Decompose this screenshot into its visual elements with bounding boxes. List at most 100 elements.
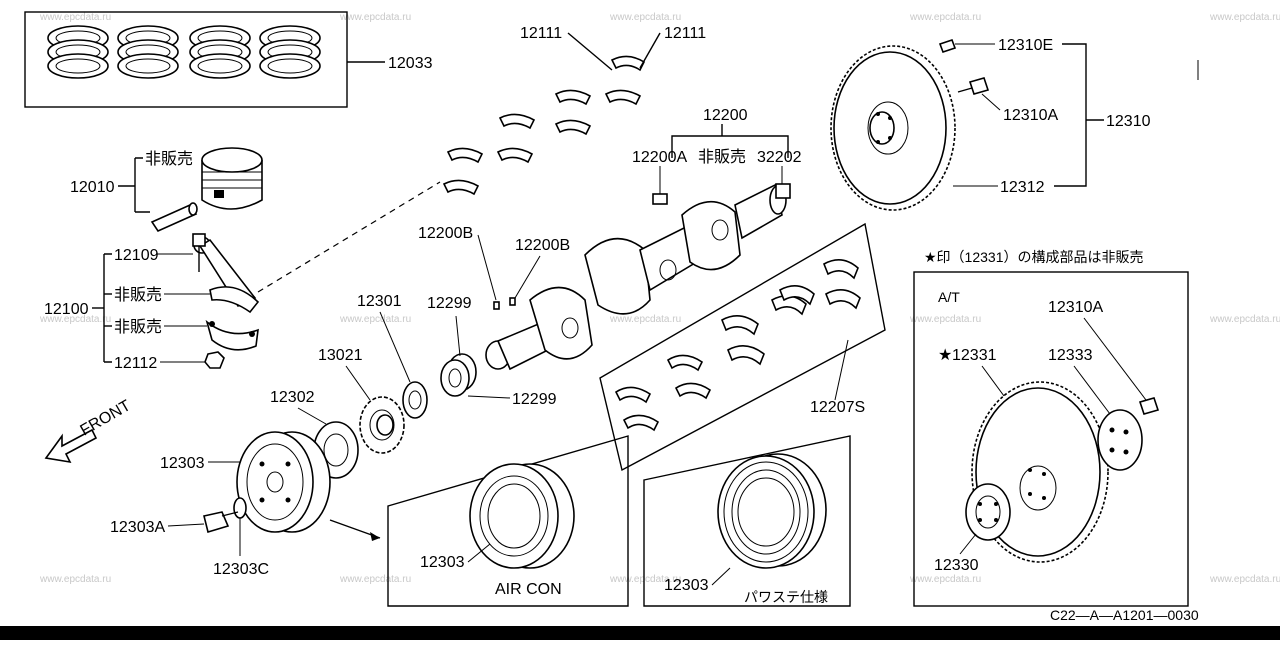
label-12302[interactable]: 12302 — [270, 389, 315, 406]
watermark: www.epcdata.ru — [339, 574, 411, 585]
label-32202[interactable]: 32202 — [757, 149, 802, 166]
label-12303[interactable]: 12303 — [664, 577, 709, 594]
woodruff-key-icon — [493, 301, 500, 310]
flywheel-icon — [830, 45, 956, 211]
watermark: www.epcdata.ru — [609, 574, 681, 585]
footer-bar — [0, 626, 1280, 640]
label-12303C[interactable]: 12303C — [213, 561, 269, 578]
at-star: ★ — [938, 347, 952, 364]
label-12312[interactable]: 12312 — [1000, 179, 1045, 196]
label-12200[interactable]: 12200 — [703, 107, 748, 124]
label-13021[interactable]: 13021 — [318, 347, 363, 364]
label-12200B[interactable]: 12200B — [515, 237, 570, 254]
watermark: www.epcdata.ru — [909, 574, 981, 585]
watermark: www.epcdata.ru — [1209, 574, 1280, 585]
keys-group: 12200B 12200B — [418, 225, 570, 310]
aircon-pulley-group: 12303 AIR CON — [387, 435, 629, 607]
label-12299[interactable]: 12299 — [512, 391, 557, 408]
sprocket-icon — [359, 396, 405, 454]
woodruff-key-icon — [509, 297, 516, 306]
piston-group: 12010 非販売 — [70, 147, 263, 233]
label-12301[interactable]: 12301 — [357, 293, 402, 310]
label-12100[interactable]: 12100 — [44, 301, 89, 318]
pilot-pin-icon — [652, 193, 668, 205]
reinforcement-plate-icon — [1097, 409, 1143, 471]
thrust-washer-icon — [402, 381, 428, 419]
label-12207S[interactable]: 12207S — [810, 399, 865, 416]
watermark: www.epcdata.ru — [39, 12, 111, 23]
front-direction: FRONT — [44, 397, 134, 464]
label-12111[interactable]: 12111 — [520, 25, 562, 42]
crankshaft-group: 12200 12200A 非販売 32202 — [485, 107, 802, 371]
watermark: www.epcdata.ru — [609, 314, 681, 325]
flywheel-bolt-a-icon — [957, 77, 990, 95]
note-not-sold: 非販売 — [145, 150, 193, 168]
conrod-cap-icon — [205, 319, 259, 351]
aircon-label: AIR CON — [495, 581, 562, 598]
conrod-bolt-icon — [192, 233, 206, 272]
label-12303A[interactable]: 12303A — [110, 519, 165, 536]
ring-set-icon — [47, 25, 109, 79]
piston-rings-box — [24, 11, 348, 108]
ps-label: パワステ仕様 — [744, 589, 828, 605]
label-12330[interactable]: 12330 — [934, 557, 979, 574]
label-12310A[interactable]: 12310A — [1003, 107, 1058, 124]
flywheel-bolt-e-icon — [938, 38, 957, 54]
ps-box — [643, 435, 851, 607]
label-12333[interactable]: 12333 — [1048, 347, 1093, 364]
conrod-nut-icon — [204, 351, 225, 369]
at-label: A/T — [938, 289, 960, 305]
aircon-box — [387, 435, 629, 607]
label-12310A[interactable]: 12310A — [1048, 299, 1103, 316]
piston-icon — [201, 147, 263, 210]
conrod-icon — [193, 236, 260, 314]
sprocket-group: 13021 — [318, 347, 405, 454]
watermark: www.epcdata.ru — [609, 12, 681, 23]
label-12303[interactable]: 12303 — [160, 455, 205, 472]
watermark: www.epcdata.ru — [339, 314, 411, 325]
piston-rings-group: 12033 — [24, 11, 433, 108]
note-not-sold: 非販売 — [114, 286, 162, 304]
watermark: www.epcdata.ru — [39, 574, 111, 585]
at-note: ★印（12331）の構成部品は非販売 — [924, 249, 1143, 265]
note-not-sold: 非販売 — [698, 148, 746, 166]
at-group: ★印（12331）の構成部品は非販売 A/T — [913, 249, 1189, 607]
piston-pin-icon — [150, 202, 198, 233]
main-bearings-upper: 12111 12111 — [442, 25, 706, 196]
label-12033[interactable]: 12033 — [388, 55, 433, 72]
pulley-washer-icon — [233, 497, 247, 519]
label-12299[interactable]: 12299 — [427, 295, 472, 312]
label-12331[interactable]: 12331 — [952, 347, 997, 364]
pulley-icon — [236, 431, 331, 533]
pulley-bolt-icon — [203, 511, 239, 534]
watermark: www.epcdata.ru — [1209, 12, 1280, 23]
conrod-group: 12100 12109 非販売 非販売 12112 — [44, 181, 441, 372]
ps-pulley-group: 12303 パワステ仕様 — [643, 435, 851, 607]
label-12200A[interactable]: 12200A — [632, 149, 687, 166]
ps-pulley-icon — [717, 453, 827, 569]
label-12303[interactable]: 12303 — [420, 554, 465, 571]
note-not-sold: 非販売 — [114, 318, 162, 336]
label-12310E[interactable]: 12310E — [998, 37, 1053, 54]
label-12109[interactable]: 12109 — [114, 247, 159, 264]
bearing-shell-icons — [614, 259, 861, 432]
adapter-plate-icon — [965, 483, 1011, 541]
at-bolt-icon — [1138, 397, 1160, 415]
label-12310[interactable]: 12310 — [1106, 113, 1151, 130]
ring-set-icon — [259, 25, 321, 79]
diagram-code: C22—A—A1201—0030 — [1050, 607, 1199, 623]
aircon-pulley-icon — [469, 463, 575, 569]
watermark: www.epcdata.ru — [909, 12, 981, 23]
label-12111[interactable]: 12111 — [664, 25, 706, 42]
label-12010[interactable]: 12010 — [70, 179, 115, 196]
crankshaft-icon — [485, 183, 787, 371]
pilot-bushing-icon — [775, 183, 791, 199]
watermark: www.epcdata.ru — [1209, 314, 1280, 325]
front-stack-group: 12301 12299 12299 — [357, 293, 557, 419]
watermark: www.epcdata.ru — [39, 314, 111, 325]
label-12112[interactable]: 12112 — [114, 355, 157, 372]
label-12200B[interactable]: 12200B — [418, 225, 473, 242]
spacer-icon — [440, 353, 477, 397]
watermark: www.epcdata.ru — [339, 12, 411, 23]
